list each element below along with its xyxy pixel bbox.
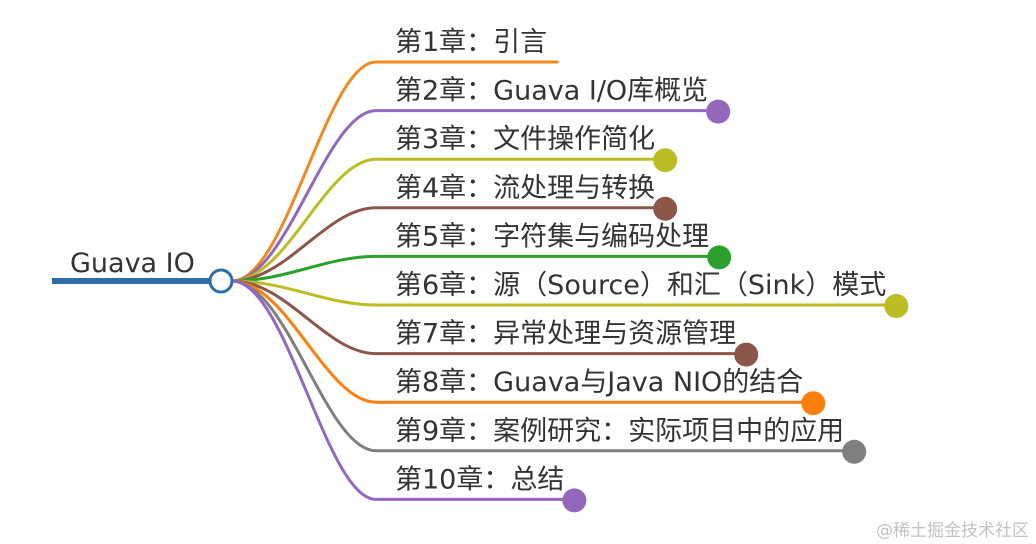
branch-edge-7 <box>230 279 748 356</box>
branch-edge-8 <box>230 279 815 404</box>
branch-dot-5[interactable] <box>707 245 732 270</box>
branch-dot-6[interactable] <box>884 294 909 318</box>
branch-label-8[interactable]: 第8章：Guava与Java NIO的结合 <box>395 367 803 398</box>
branch-edge-5 <box>230 254 721 283</box>
branch-dot-9[interactable] <box>842 439 867 464</box>
branch-edge-6 <box>230 279 898 307</box>
root-node[interactable]: Guava IO <box>52 248 234 294</box>
branch-edge-10 <box>230 279 576 501</box>
watermark-text: @稀土掘金技术社区 <box>876 521 1029 541</box>
branch-dot-10[interactable] <box>562 488 587 513</box>
branch-dot-3[interactable] <box>653 148 678 173</box>
branch-label-4[interactable]: 第4章：流处理与转换 <box>395 173 655 204</box>
branch-edge-2 <box>230 109 720 283</box>
branch-label-6[interactable]: 第6章：源（Source）和汇（Sink）模式 <box>395 270 886 301</box>
branch-edges <box>230 60 898 501</box>
branch-dot-8[interactable] <box>801 391 826 416</box>
branch-edge-1 <box>230 60 559 283</box>
branch-edge-3 <box>230 157 667 283</box>
branch-label-3[interactable]: 第3章：文件操作简化 <box>395 124 655 155</box>
branch-label-9[interactable]: 第9章：案例研究：实际项目中的应用 <box>395 416 844 447</box>
branch-dots <box>562 99 909 513</box>
root-circle[interactable] <box>208 268 234 294</box>
branch-label-7[interactable]: 第7章：异常处理与资源管理 <box>395 319 736 350</box>
branch-edge-4 <box>230 206 667 283</box>
branch-dot-2[interactable] <box>706 99 731 124</box>
branch-edge-9 <box>230 279 856 453</box>
branch-label-5[interactable]: 第5章：字符集与编码处理 <box>395 221 709 252</box>
branch-label-2[interactable]: 第2章：Guava I/O库概览 <box>395 76 708 107</box>
branch-label-10[interactable]: 第10章：总结 <box>395 464 564 495</box>
branch-dot-4[interactable] <box>653 196 678 221</box>
branch-dot-7[interactable] <box>734 342 759 367</box>
branch-label-1[interactable]: 第1章：引言 <box>395 27 547 58</box>
root-label: Guava IO <box>70 248 195 279</box>
